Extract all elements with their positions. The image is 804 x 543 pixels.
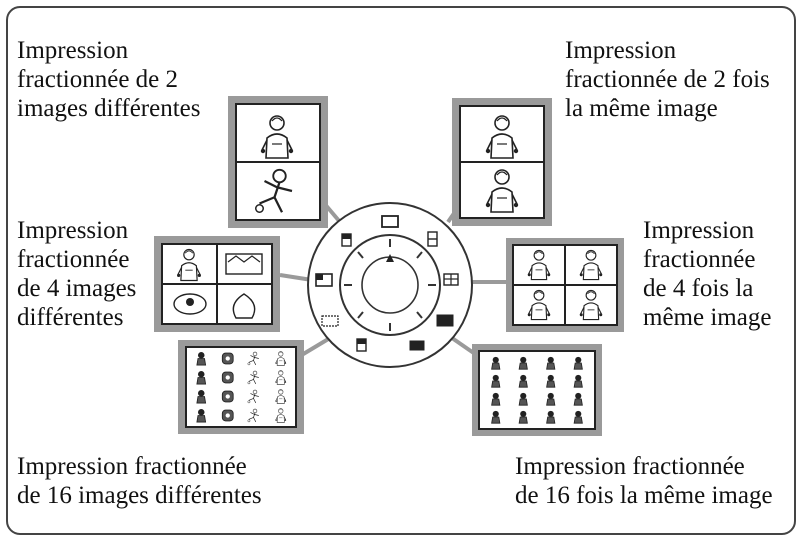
- selector-dial: [307, 202, 473, 368]
- dial-ticks: [344, 239, 436, 331]
- preview-4-different: [154, 236, 280, 332]
- mode-icon-16-different: [321, 315, 339, 327]
- mode-icon-16-alt: [409, 340, 425, 351]
- thumbnail-cell: [221, 352, 234, 365]
- preview-4-same: [506, 238, 624, 332]
- preview-2-different: [228, 96, 328, 228]
- thumbnail-cell: [221, 409, 234, 422]
- mode-icon-single: [381, 215, 399, 228]
- label-split-2-different: Impression fractionnée de 2 images diffé…: [17, 37, 201, 122]
- mode-icon-4-different: [315, 273, 333, 287]
- mode-icon-single-half: [356, 338, 367, 352]
- label-split-2-same: Impression fractionnée de 2 fois la même…: [565, 37, 770, 122]
- label-split-16-different: Impression fractionnée de 16 images diff…: [17, 453, 262, 509]
- thumbnail-cell: [221, 371, 234, 384]
- preview-16-same: [472, 344, 602, 436]
- preview-2-same: [452, 98, 552, 226]
- label-split-4-same: Impression fractionnée de 4 fois la même…: [643, 217, 772, 331]
- preview-16-different: [178, 340, 304, 434]
- mode-icon-4-same: [443, 273, 459, 286]
- label-split-4-different: Impression fractionnée de 4 images diffé…: [17, 217, 137, 331]
- label-split-16-same: Impression fractionnée de 16 fois la mêm…: [515, 453, 773, 509]
- thumbnail-cell: [221, 390, 234, 403]
- mode-icon-16-same: [436, 314, 454, 327]
- mode-icon-2-same: [427, 231, 438, 247]
- triangle-pointer-icon: [386, 254, 394, 262]
- mode-icon-2-different: [341, 233, 352, 247]
